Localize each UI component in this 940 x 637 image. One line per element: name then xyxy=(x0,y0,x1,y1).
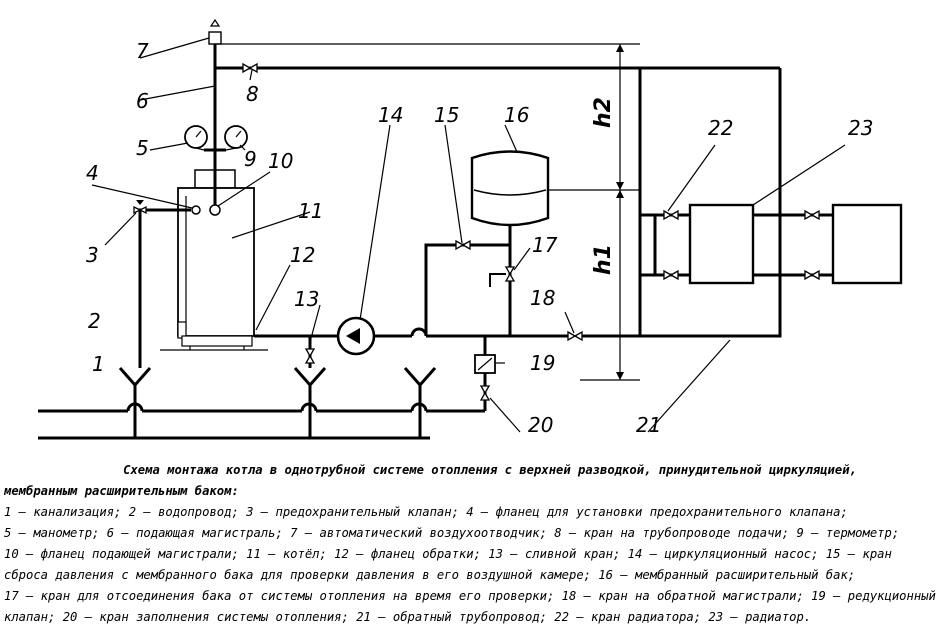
label-9: 9 xyxy=(244,147,257,171)
label-16: 16 xyxy=(504,103,529,127)
label-15: 15 xyxy=(434,103,459,127)
drain-funnels xyxy=(118,367,437,438)
leader-lines xyxy=(91,37,846,433)
legend-line-5: 17 – кран для отсоединения бака от систе… xyxy=(4,589,936,603)
label-10: 10 xyxy=(268,149,293,173)
dimension-lines xyxy=(548,44,640,381)
label-14: 14 xyxy=(378,103,403,127)
number-labels: 7 6 8 5 9 10 4 11 3 12 13 2 1 14 15 16 1… xyxy=(86,39,873,437)
gauges xyxy=(184,125,248,152)
label-8: 8 xyxy=(246,82,259,106)
legend-line-3: 10 – фланец подающей магистрали; 11 – ко… xyxy=(4,547,892,561)
label-3: 3 xyxy=(86,243,99,267)
label-22: 22 xyxy=(708,116,733,140)
boiler-scheme-diagram: 7 6 8 5 9 10 4 11 3 12 13 2 1 14 15 16 1… xyxy=(38,18,903,440)
caption-title-line2: мембранным расширительным баком: xyxy=(4,484,239,498)
label-21: 21 xyxy=(636,413,661,437)
label-5: 5 xyxy=(136,136,149,160)
safety-valve-branch xyxy=(133,200,191,368)
label-19: 19 xyxy=(530,351,555,375)
label-23: 23 xyxy=(848,116,873,140)
label-12: 12 xyxy=(290,243,315,267)
supply-main xyxy=(208,18,780,205)
label-7: 7 xyxy=(136,39,149,63)
expansion-tank-branch xyxy=(424,150,550,336)
label-18: 18 xyxy=(530,286,555,310)
legend-line-4: сброса давления с мембранного бака для п… xyxy=(4,568,856,582)
radiator-loop xyxy=(638,68,903,338)
caption-title-line1: Схема монтажа котла в однотрубной систем… xyxy=(123,463,857,477)
utility-pipes xyxy=(38,402,485,440)
label-h1: h1 xyxy=(591,244,616,275)
return-line xyxy=(254,316,640,368)
diagram-caption: Схема монтажа котла в однотрубной систем… xyxy=(0,460,940,637)
makeup-branch xyxy=(474,336,496,411)
label-17: 17 xyxy=(532,233,558,257)
label-4: 4 xyxy=(86,161,99,185)
legend-line-6: клапан; 20 – кран заполнения системы ото… xyxy=(4,610,812,624)
legend-line-2: 5 – манометр; 6 – подающая магистраль; 7… xyxy=(4,526,900,540)
label-1: 1 xyxy=(92,352,105,376)
label-11: 11 xyxy=(298,199,323,223)
label-h2: h2 xyxy=(591,97,616,128)
label-6: 6 xyxy=(136,89,149,113)
label-2: 2 xyxy=(88,309,101,333)
legend-line-1: 1 – канализация; 2 – водопровод; 3 – пре… xyxy=(4,505,848,519)
label-20: 20 xyxy=(528,413,553,437)
label-13: 13 xyxy=(294,287,319,311)
